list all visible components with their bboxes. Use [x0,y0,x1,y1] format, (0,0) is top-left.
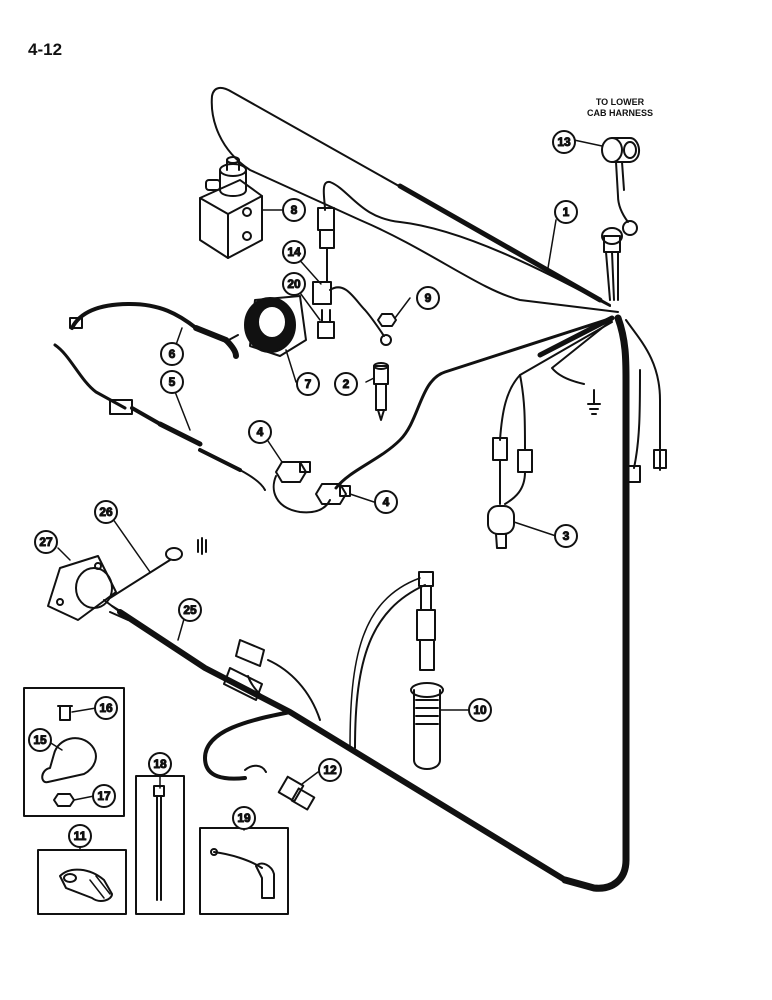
callout-label: 4 [257,425,264,439]
callout-label: 5 [169,375,176,389]
inset-clip-box [199,827,289,915]
callout-19: 19 [232,806,256,830]
harness-round-connector [601,227,623,301]
cab-harness-connector [601,137,640,236]
callout-label: 25 [183,603,197,617]
starter-solenoid [224,295,307,357]
inset-clamp-box [23,687,125,817]
callout-label: 4 [383,495,390,509]
callout-15: 15 [28,728,52,752]
callout-label: 13 [557,135,571,149]
callout-label: 2 [343,377,350,391]
solenoid-valve [199,156,263,259]
callout-4b: 4 [374,490,398,514]
callout-20: 20 [282,272,306,296]
inset-cable-tie-box [135,775,185,915]
ground-symbol [197,389,601,555]
temperature-sender [373,362,389,421]
callout-25: 25 [178,598,202,622]
callout-label: 27 [39,535,53,549]
callout-label: 8 [291,203,298,217]
callout-1: 1 [554,200,578,224]
callout-5: 5 [160,370,184,394]
harness-note-line2: CAB HARNESS [586,108,653,118]
ground-eyelet [165,547,183,561]
callout-label: 9 [425,291,432,305]
callout-label: 20 [287,277,301,291]
callout-8: 8 [282,198,306,222]
callout-12: 12 [318,758,342,782]
oil-pressure-switch [317,309,335,339]
callout-4a: 4 [248,420,272,444]
fitting-upper [272,461,331,514]
callout-16: 16 [94,696,118,720]
callout-14: 14 [282,240,306,264]
callout-18: 18 [148,752,172,776]
callout-label: 7 [305,377,312,391]
callout-label: 10 [473,703,487,717]
right-connectors [627,449,667,483]
callout-label: 26 [99,505,113,519]
harness-note: TO LOWER CAB HARNESS [575,97,665,119]
nut-and-terminal [377,313,397,346]
callout-17: 17 [92,784,116,808]
callout-6: 6 [160,342,184,366]
callout-2: 2 [334,372,358,396]
callout-label: 6 [169,347,176,361]
pressure-switch [487,437,533,549]
callout-13: 13 [552,130,576,154]
fitting-lower [315,483,351,505]
coolant-heater-sender [410,571,444,770]
callout-label: 14 [287,245,301,259]
leader-lines [45,139,603,851]
page-number: 4-12 [28,40,63,59]
connector-14 [312,207,385,337]
main-harness [103,86,661,892]
callout-11: 11 [68,824,92,848]
callout-9: 9 [416,286,440,310]
callout-label: 16 [99,701,113,715]
callout-10: 10 [468,698,492,722]
callout-label: 3 [563,529,570,543]
callout-label: 1 [563,205,570,219]
callout-label: 17 [97,789,111,803]
callout-26: 26 [94,500,118,524]
battery-cable-assembly [53,302,266,491]
harness-note-line1: TO LOWER [595,97,645,107]
callout-label: 12 [323,763,337,777]
callout-7: 7 [296,372,320,396]
callout-label: 15 [33,733,47,747]
callout-3: 3 [554,524,578,548]
callout-label: 19 [237,811,251,825]
trailer-socket [47,555,117,621]
callout-label: 11 [74,829,87,843]
harness-connectors [223,639,265,701]
callout-label: 18 [153,757,167,771]
speed-sensor [244,764,316,811]
inset-terminal-box [37,849,127,915]
callout-27: 27 [34,530,58,554]
